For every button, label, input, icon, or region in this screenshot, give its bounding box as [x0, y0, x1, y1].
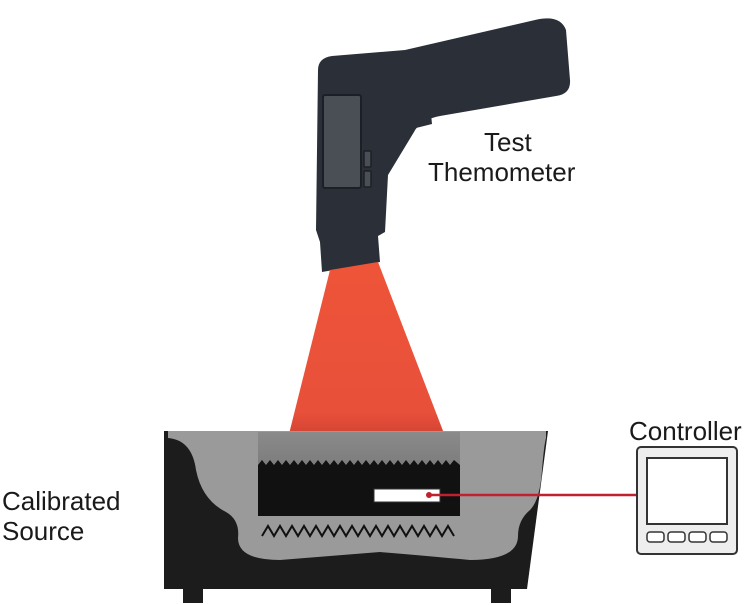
test-thermometer-label: Test Themometer [428, 127, 575, 187]
calibrated-source-label-line1: Calibrated [2, 486, 121, 516]
controller-button [709, 531, 728, 543]
calibrated-source-label-line2: Source [2, 516, 85, 546]
thermometer-screen [322, 94, 362, 189]
source-cavity-surface [258, 460, 460, 516]
calibrated-source-label: Calibrated Source [2, 486, 121, 546]
controller-button [667, 531, 686, 543]
controller-label-text: Controller [629, 416, 742, 446]
test-thermometer-label-line2: Themometer [428, 157, 576, 187]
controller-label: Controller [629, 416, 742, 446]
thermometer-button [363, 170, 372, 188]
thermometer-housing [316, 18, 571, 273]
thermometer-trigger [398, 104, 432, 132]
thermometer-button [363, 150, 372, 168]
controller-button [688, 531, 707, 543]
test-thermometer-label-line1: Test [484, 127, 532, 157]
calibrated-source-icon [164, 431, 548, 603]
source-foot [183, 585, 203, 603]
source-foot [491, 585, 511, 603]
controller-icon [636, 446, 738, 555]
infrared-beam [282, 262, 455, 462]
heater-coil [261, 524, 455, 538]
controller-display [646, 457, 728, 525]
controller-button [646, 531, 665, 543]
thermometer-icon [316, 18, 571, 273]
